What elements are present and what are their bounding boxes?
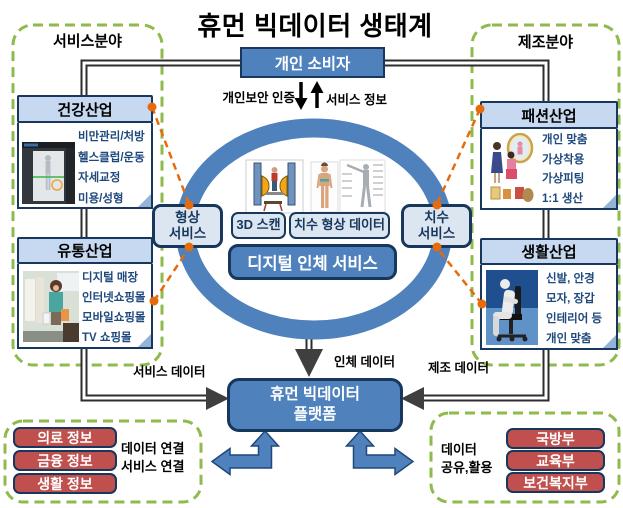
- page-curl-icon: [138, 194, 151, 207]
- list-item: 디지털 매장: [82, 272, 139, 284]
- data-share-caption: 데이터 공유,활용: [441, 441, 492, 476]
- ergonomic-chair-image: [486, 270, 538, 345]
- measure-link-living: [436, 247, 483, 305]
- list-item: 1:1 생산: [542, 192, 583, 205]
- personal-auth-label: 개인보안 인증: [222, 91, 295, 105]
- health-welfare-ministry-box: 보건복지부: [506, 472, 605, 493]
- measurement-chart-image: [339, 159, 386, 213]
- platform-box: 휴먼 빅데이터 플랫폼: [227, 378, 403, 432]
- page-curl-icon: [603, 335, 616, 348]
- auth-down-arrow: [294, 82, 308, 110]
- fashion-industry-header: 패션산업: [480, 101, 618, 129]
- medical-info-box: 의료 정보: [13, 427, 117, 448]
- platform-line2: 플랫폼: [293, 406, 337, 423]
- fashion-industry-body: 개인 맞춤 가상착용 가상피팅 1:1 생산: [480, 129, 618, 210]
- list-item: 자세교정: [78, 172, 121, 184]
- service-info-label: 서비스 정보: [326, 93, 387, 107]
- platform-to-services-arrow: [210, 429, 281, 476]
- list-item: TV 쇼핑몰: [82, 332, 132, 344]
- platform-to-ministries-arrow: [344, 429, 415, 476]
- list-item: 인터넷쇼핑몰: [82, 292, 146, 304]
- list-item: 개인 맞춤: [546, 333, 592, 345]
- data-link-line1: 데이터 연결: [121, 441, 185, 456]
- retail-industry-header: 유통산업: [17, 237, 153, 264]
- consumer-box: 개인 소비자: [240, 47, 385, 78]
- finance-info-box: 금융 정보: [13, 450, 117, 471]
- scanner-image: [245, 159, 304, 214]
- data-link-caption: 데이터 연결 서비스 연결: [121, 440, 184, 475]
- shape-service-box: 형상 서비스: [152, 204, 223, 248]
- retail-industry-body: 디지털 매장 인터넷쇼핑몰 모바일쇼핑몰 TV 쇼핑몰: [17, 264, 153, 349]
- health-industry-header: 건강산업: [17, 95, 153, 123]
- living-info-box: 생활 정보: [13, 473, 117, 494]
- measure-link-fashion: [435, 108, 482, 205]
- body-data-arrowhead: [295, 349, 323, 377]
- list-item: 헬스클럽/운동: [78, 151, 145, 164]
- health-industry-body: 비만관리/처방 헬스클럽/운동 자세교정 미용/성형: [17, 123, 153, 209]
- body-model-image: [310, 161, 339, 213]
- platform-line1: 휴먼 빅데이터: [270, 385, 360, 403]
- shape-link-retail: [152, 247, 191, 302]
- shape-service-line1: 형상: [175, 210, 200, 226]
- service-info-up-arrow: [310, 81, 324, 108]
- shape-link-health: [150, 106, 191, 205]
- measure-service-line2: 서비스: [417, 226, 456, 241]
- list-item: 모자, 장갑: [546, 293, 595, 305]
- manufacturing-data-label: 제조 데이터: [428, 361, 489, 375]
- manufacturing-data-arrowhead: [401, 387, 424, 410]
- health-industry-items: 비만관리/처방 헬스클럽/운동 자세교정 미용/성형: [78, 127, 145, 209]
- education-ministry-box: 교육부: [506, 450, 605, 471]
- measure-shape-data-box: 치수 형상 데이터: [289, 212, 390, 239]
- list-item: 미용/성형: [78, 192, 124, 205]
- fashion-industry-items: 개인 맞춤 가상착용 가상피팅 1:1 생산: [542, 131, 588, 209]
- list-item: 모바일쇼핑몰: [82, 312, 146, 324]
- data-share-line1: 데이터: [441, 442, 477, 457]
- list-item: 가상피팅: [542, 173, 585, 185]
- service-data-label: 서비스 데이터: [133, 365, 206, 379]
- retail-industry-items: 디지털 매장 인터넷쇼핑몰 모바일쇼핑몰 TV 쇼핑몰: [82, 268, 145, 348]
- page-curl-icon: [138, 334, 151, 347]
- measure-service-line1: 치수: [424, 210, 449, 226]
- data-link-line2: 서비스 연결: [121, 458, 185, 474]
- body-scan-software-image: [22, 142, 75, 204]
- page-curl-icon: [603, 195, 616, 208]
- service-zone-label: 서비스분야: [52, 33, 122, 50]
- living-industry-header: 생활산업: [480, 238, 618, 265]
- list-item: 개인 맞춤: [542, 134, 588, 146]
- list-item: 비만관리/처방: [78, 131, 145, 143]
- manufacturing-zone-label: 제조분야: [517, 34, 574, 51]
- living-industry-items: 신발, 안경 모자, 장갑 인테리어 등 개인 맞춤: [546, 269, 602, 349]
- list-item: 인테리어 등: [546, 313, 603, 325]
- shape-service-line2: 서비스: [168, 226, 207, 241]
- digital-body-service-box: 디지털 인체 서비스: [228, 244, 397, 280]
- living-industry-body: 신발, 안경 모자, 장갑 인테리어 등 개인 맞춤: [480, 265, 618, 350]
- body-data-label: 인체 데이터: [334, 355, 395, 369]
- list-item: 신발, 안경: [546, 273, 595, 285]
- service-data-arrowhead: [206, 387, 229, 410]
- defense-ministry-box: 국방부: [506, 428, 605, 449]
- data-share-line2: 공유,활용: [441, 459, 493, 475]
- page-title: 휴먼 빅데이터 생태계: [197, 11, 433, 41]
- list-item: 가상착용: [542, 153, 585, 166]
- scan-box: 3D 스캔: [231, 212, 286, 239]
- measure-service-box: 치수 서비스: [401, 204, 472, 248]
- fitting-illustration-image: [485, 133, 535, 204]
- shopping-photo-image: [23, 271, 79, 342]
